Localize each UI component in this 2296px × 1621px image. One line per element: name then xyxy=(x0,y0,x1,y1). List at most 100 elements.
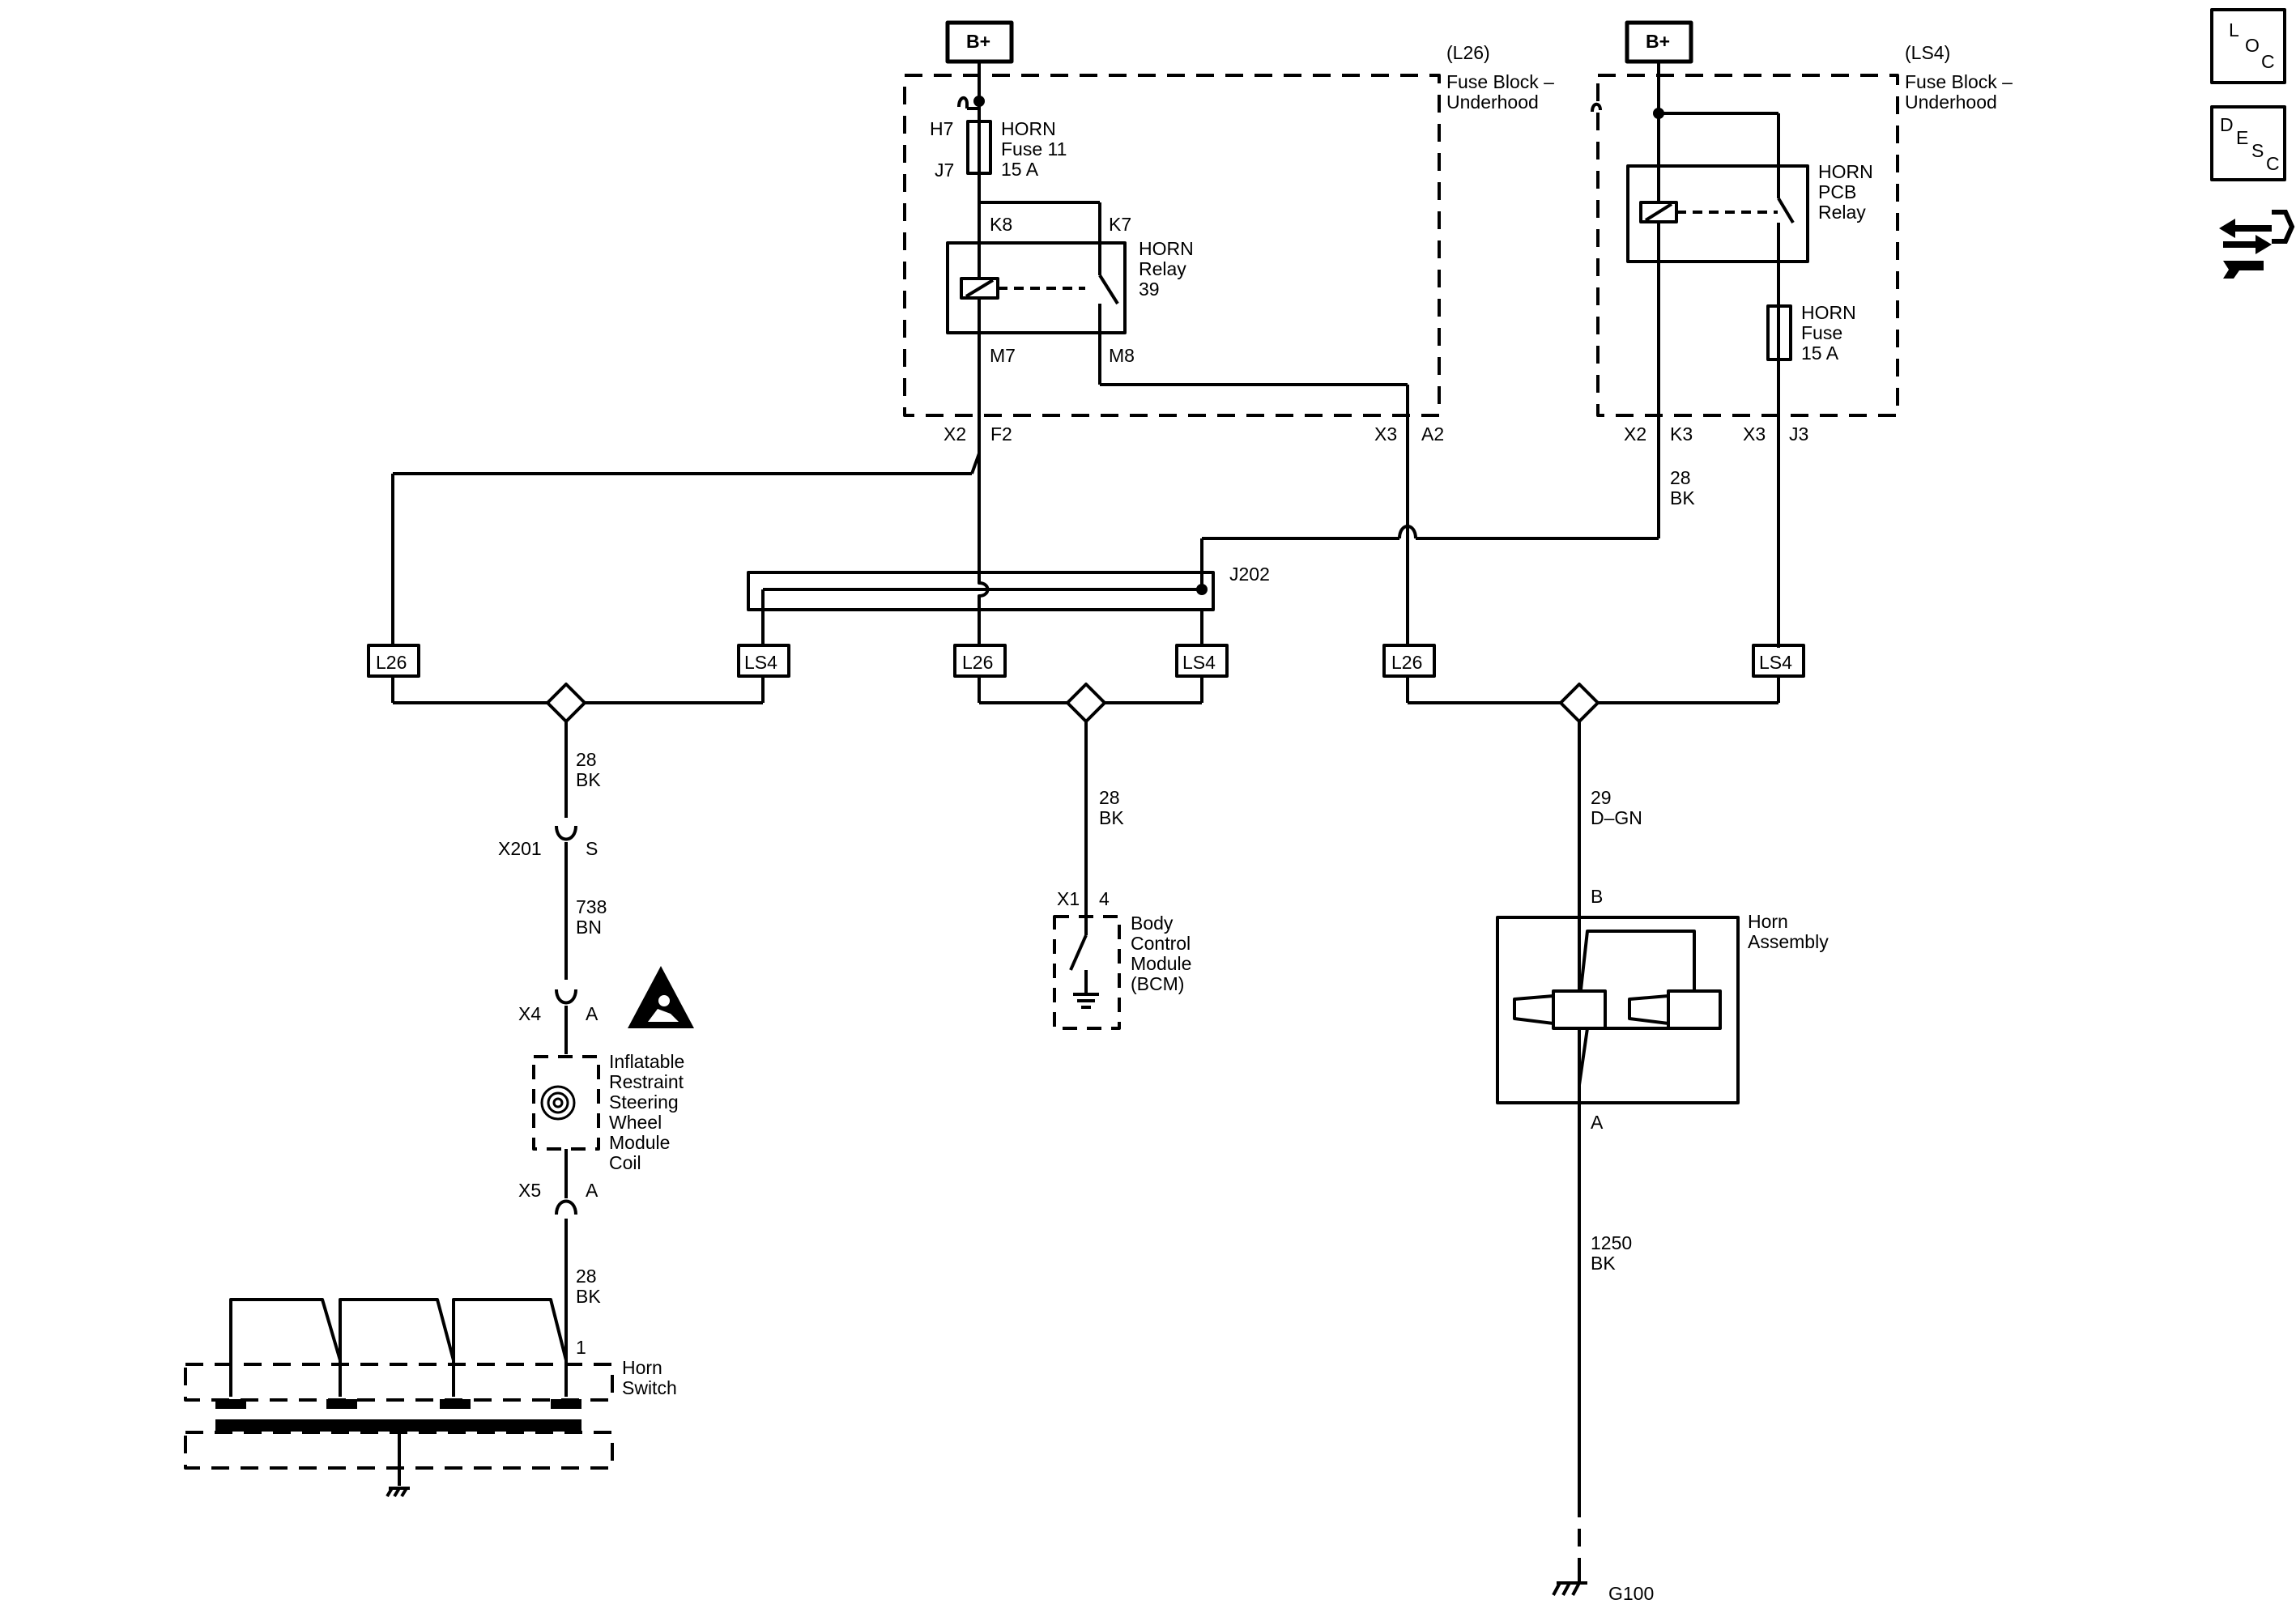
bcm-label-4: (BCM) xyxy=(1131,973,1184,994)
relay39-name1: HORN xyxy=(1139,238,1194,259)
switch-pin: 1 xyxy=(576,1337,586,1358)
fuse11-rating: 15 A xyxy=(1001,159,1039,180)
airbag-warning-icon xyxy=(628,966,694,1028)
conn-a2: A2 xyxy=(1421,423,1444,445)
mid-wire-color: BK xyxy=(1099,807,1124,828)
horn-pin-b: B xyxy=(1591,886,1603,907)
svg-text:L: L xyxy=(2229,19,2239,40)
horn-switch-label-1: Horn xyxy=(622,1357,662,1378)
middle-branch xyxy=(1053,721,1121,1030)
coil-label-6: Coil xyxy=(609,1152,641,1173)
conn-x201: X201 xyxy=(498,838,542,859)
pin-m7: M7 xyxy=(990,345,1016,366)
battery-label-ls4: B+ xyxy=(1646,31,1670,52)
conn-x5: X5 xyxy=(518,1180,541,1201)
svg-text:E: E xyxy=(2236,127,2248,148)
fuse11-name: HORN xyxy=(1001,118,1056,139)
desc-icon[interactable]: D E S C xyxy=(2220,114,2280,174)
relay39-name3: 39 xyxy=(1139,279,1160,300)
block-name-ls4-line2: Underhood xyxy=(1905,91,1997,113)
wrench-arrows-icon xyxy=(2219,210,2295,279)
option-l26-3: L26 xyxy=(1391,652,1422,673)
bcm-label-3: Module xyxy=(1131,953,1191,974)
right-wire1-color: D–GN xyxy=(1591,807,1642,828)
bcm-label-1: Body xyxy=(1131,913,1174,934)
left-branch xyxy=(184,721,614,1498)
left-wire1-color: BK xyxy=(576,769,601,790)
conn-x1: X1 xyxy=(1057,888,1080,909)
conn-x201-pin: S xyxy=(586,838,598,859)
conn-f2: F2 xyxy=(990,423,1012,445)
coil-label-1: Inflatable xyxy=(609,1051,684,1072)
conn-j3: J3 xyxy=(1789,423,1808,445)
ls4-wire-color: BK xyxy=(1670,487,1695,508)
block-name-l26-line2: Underhood xyxy=(1446,91,1539,113)
right-wire2-circuit: 1250 xyxy=(1591,1232,1632,1253)
coil-label-2: Restraint xyxy=(609,1071,684,1092)
right-wire1-circuit: 29 xyxy=(1591,787,1612,808)
conn-x5-pin: A xyxy=(586,1180,598,1201)
pin-h7: H7 xyxy=(930,118,953,139)
conn-k3: K3 xyxy=(1670,423,1693,445)
battery-label-l26: B+ xyxy=(966,31,990,52)
splice-j202-label: J202 xyxy=(1229,564,1270,585)
option-ls4-3: LS4 xyxy=(1759,652,1792,673)
ground-g100: G100 xyxy=(1608,1583,1654,1604)
block-option-ls4: (LS4) xyxy=(1905,42,1950,63)
block-name-ls4-line1: Fuse Block – xyxy=(1905,71,2013,92)
mid-wire-circuit: 28 xyxy=(1099,787,1120,808)
option-l26-1: L26 xyxy=(376,652,407,673)
ls4-fuse-rating: 15 A xyxy=(1801,342,1839,364)
ls4-wire-circuit: 28 xyxy=(1670,467,1691,488)
block-name-l26-line1: Fuse Block – xyxy=(1446,71,1554,92)
horn-switch-label-2: Switch xyxy=(622,1377,677,1398)
horn-assembly-label-1: Horn xyxy=(1748,911,1788,932)
relay39-name2: Relay xyxy=(1139,258,1186,279)
side-icon-boxes xyxy=(2210,8,2286,181)
coil-label-4: Wheel xyxy=(609,1112,662,1133)
svg-text:C: C xyxy=(2266,153,2280,174)
horn-pin-a: A xyxy=(1591,1112,1604,1133)
ls4-fuse-line2: Fuse xyxy=(1801,322,1842,343)
bcm-label-2: Control xyxy=(1131,933,1191,954)
labels: B+ B+ (L26) Fuse Block – Underhood H7 J7… xyxy=(376,19,2280,1604)
conn-x1-pin: 4 xyxy=(1099,888,1110,909)
left-wire1-circuit: 28 xyxy=(576,749,597,770)
pin-m8: M8 xyxy=(1109,345,1135,366)
right-wire2-color: BK xyxy=(1591,1253,1616,1274)
conn-x2-l26: X2 xyxy=(944,423,966,445)
conn-x3-l26: X3 xyxy=(1374,423,1397,445)
left-wire3-circuit: 28 xyxy=(576,1266,597,1287)
fuse-block-ls4 xyxy=(1200,20,1899,648)
horn-switch-contacts xyxy=(215,1399,581,1432)
pin-k8: K8 xyxy=(990,214,1012,235)
pcb-relay-name3: Relay xyxy=(1818,202,1866,223)
svg-text:S: S xyxy=(2251,140,2264,161)
svg-text:C: C xyxy=(2261,51,2275,72)
pcb-relay-name1: HORN xyxy=(1818,161,1873,182)
coil-label-5: Module xyxy=(609,1132,670,1153)
conn-x4-pin: A xyxy=(586,1003,598,1024)
splice-j202 xyxy=(391,453,1409,644)
pcb-relay-name2: PCB xyxy=(1818,181,1856,202)
coil-label-3: Steering xyxy=(609,1091,679,1113)
option-ls4-2: LS4 xyxy=(1182,652,1216,673)
svg-text:D: D xyxy=(2220,114,2234,135)
left-wire3-color: BK xyxy=(576,1286,601,1307)
left-wire2-color: BN xyxy=(576,917,602,938)
option-ls4-1: LS4 xyxy=(744,652,777,673)
conn-x3-ls4: X3 xyxy=(1743,423,1766,445)
block-option-l26: (L26) xyxy=(1446,42,1490,63)
fuse-block-l26 xyxy=(903,20,1441,526)
left-wire2-circuit: 738 xyxy=(576,896,607,917)
horn-assembly-label-2: Assembly xyxy=(1748,931,1829,952)
svg-text:O: O xyxy=(2245,35,2260,56)
conn-x4: X4 xyxy=(518,1003,541,1024)
conn-x2-ls4: X2 xyxy=(1624,423,1646,445)
ls4-fuse-name: HORN xyxy=(1801,302,1856,323)
loc-icon[interactable]: L O C xyxy=(2229,19,2275,72)
fuse11-number: Fuse 11 xyxy=(1001,138,1067,160)
pin-k7: K7 xyxy=(1109,214,1131,235)
